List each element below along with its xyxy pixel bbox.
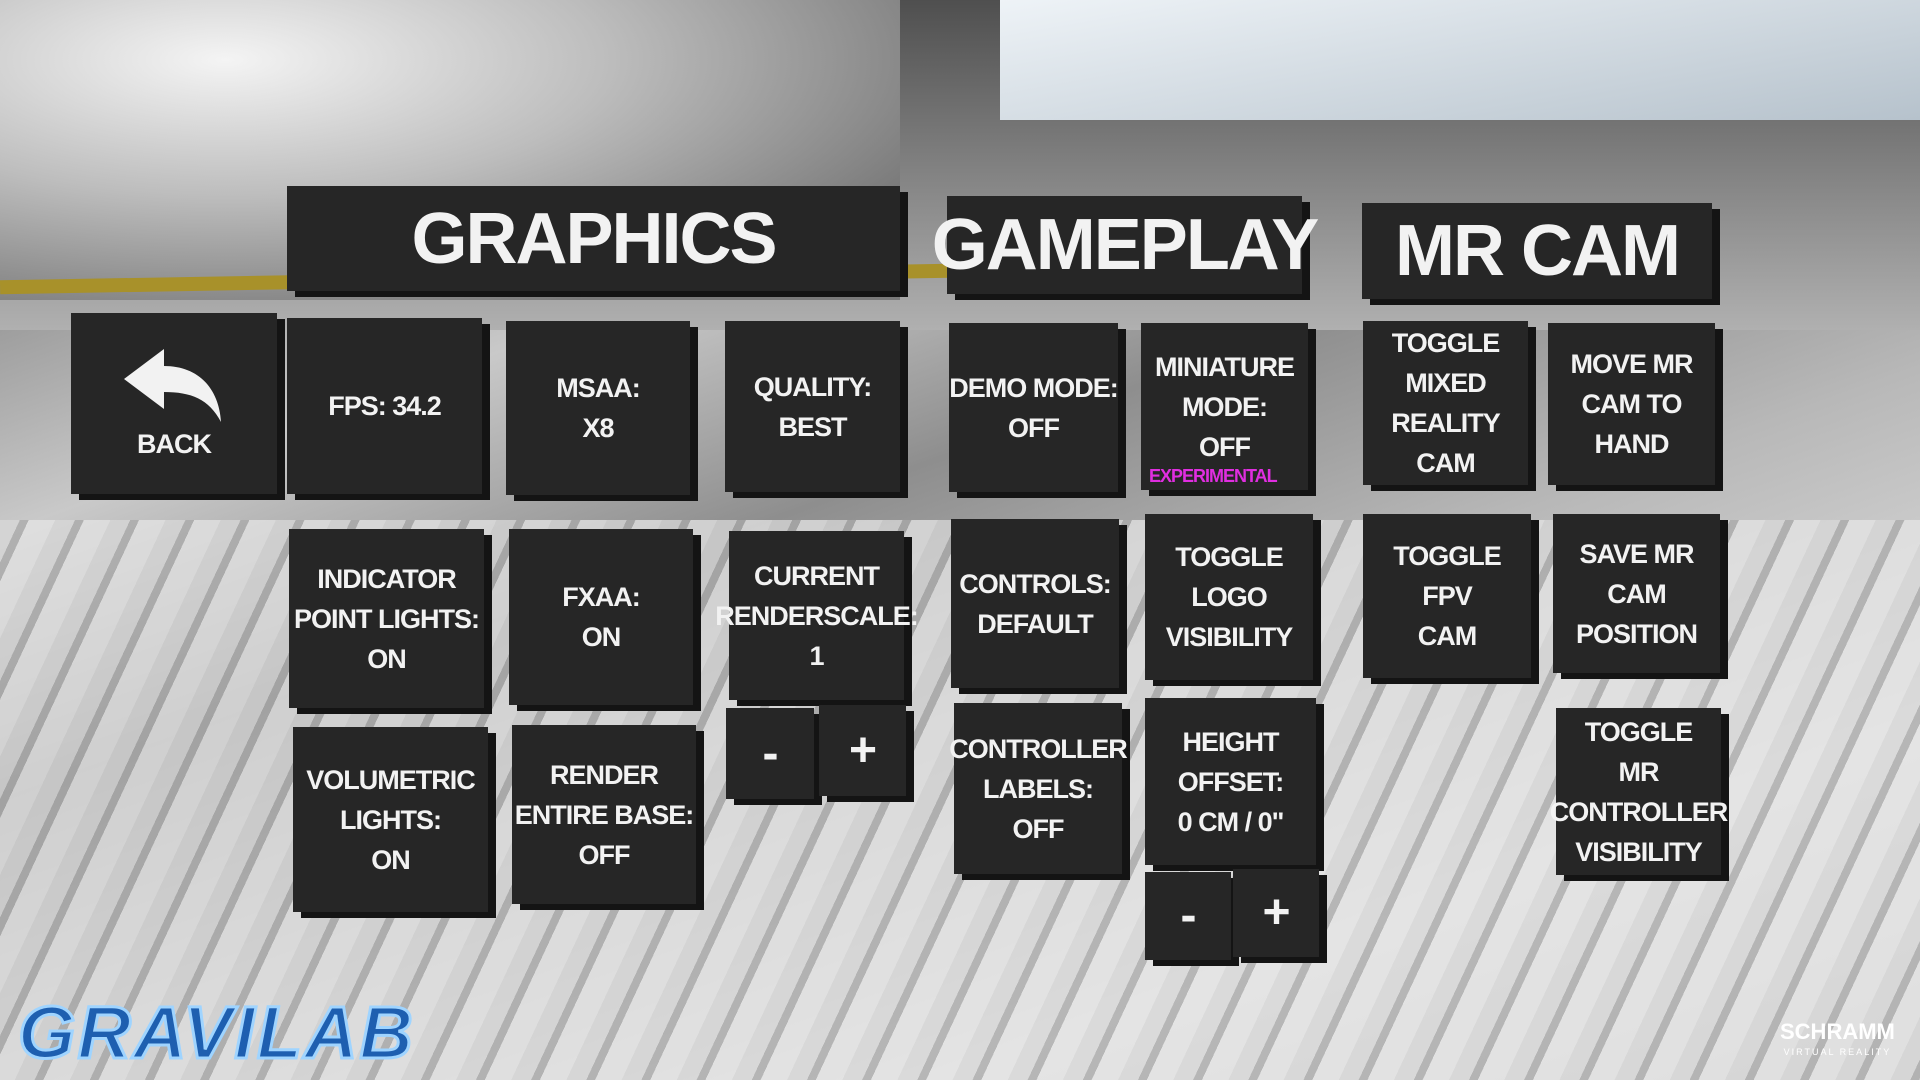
label-line: TOGGLE — [1393, 541, 1502, 571]
quality-value: BEST — [778, 411, 847, 442]
height-minus-button[interactable]: - — [1145, 872, 1231, 960]
label-line: RENDER — [549, 759, 659, 790]
controls-label: CONTROLS: — [959, 568, 1111, 599]
fxaa-button[interactable]: FXAA: ON — [509, 529, 693, 705]
fxaa-label: FXAA: — [562, 582, 640, 612]
label-line: CAM TO HAND — [1581, 389, 1683, 459]
toggle-mr-controller-visibility-button[interactable]: TOGGLE MR CONTROLLER VISIBILITY — [1550, 708, 1728, 875]
label-line: FPV — [1422, 581, 1473, 611]
renderscale-minus-button[interactable]: - — [726, 708, 814, 799]
label-line: CONTROLLER — [949, 733, 1127, 764]
label-line: MOVE MR — [1570, 349, 1693, 379]
label-line: MIXED REALITY — [1391, 368, 1501, 438]
miniature-mode-button[interactable]: MINIATURE MODE: OFF EXPERIMENTAL — [1141, 323, 1308, 490]
back-button[interactable]: BACK — [71, 313, 277, 494]
label-line: MR CONTROLLER — [1549, 756, 1728, 827]
miniature-value: OFF — [1199, 431, 1251, 462]
renderscale-plus-button[interactable]: + — [819, 705, 906, 796]
label-line: LIGHTS: — [340, 804, 442, 835]
experimental-badge: EXPERIMENTAL — [1149, 466, 1278, 486]
height-offset-display: HEIGHT OFFSET: 0 CM / 0" — [1145, 698, 1316, 865]
label-line: VISIBILITY — [1575, 836, 1703, 867]
label-line: VISIBILITY — [1165, 622, 1294, 652]
label-line: MODE: — [1182, 391, 1268, 422]
controller-labels-value: OFF — [1012, 813, 1065, 844]
gameplay-header: GAMEPLAY — [932, 196, 1319, 294]
demo-mode-button[interactable]: DEMO MODE: OFF — [949, 323, 1119, 492]
label-line: POINT LIGHTS: — [294, 603, 480, 634]
label-line: TOGGLE — [1391, 328, 1501, 358]
height-value: 0 CM / 0" — [1177, 806, 1285, 837]
quality-label: QUALITY: — [753, 371, 872, 402]
label-line: RENDERSCALE: — [715, 600, 919, 631]
move-mr-cam-button[interactable]: MOVE MR CAM TO HAND — [1548, 323, 1715, 485]
save-mr-cam-button[interactable]: SAVE MR CAM POSITION — [1553, 514, 1720, 673]
label-line: INDICATOR — [317, 563, 456, 594]
watermark-text: SCHRAMM — [1780, 1019, 1895, 1044]
msaa-value: X8 — [582, 413, 614, 443]
label-line: CAM — [1416, 448, 1475, 478]
label-line: ENTIRE BASE: — [514, 799, 695, 830]
schramm-watermark: SCHRAMM VIRTUAL REALITY — [1780, 1019, 1895, 1062]
volumetric-lights-button[interactable]: VOLUMETRIC LIGHTS: ON — [293, 727, 488, 912]
renderscale-value: 1 — [809, 640, 824, 671]
msaa-label: MSAA: — [556, 373, 640, 403]
render-entire-base-button[interactable]: RENDER ENTIRE BASE: OFF — [512, 725, 696, 904]
label-line: MINIATURE — [1155, 351, 1295, 382]
label-line: LOGO — [1191, 582, 1267, 612]
render-base-value: OFF — [578, 839, 631, 870]
fxaa-value: ON — [581, 622, 621, 652]
back-arrow-icon — [124, 348, 221, 422]
quality-button[interactable]: QUALITY: BEST — [725, 321, 900, 492]
toggle-logo-button[interactable]: TOGGLE LOGO VISIBILITY — [1145, 514, 1313, 680]
toggle-fpv-cam-button[interactable]: TOGGLE FPV CAM — [1363, 514, 1531, 678]
graphics-header: GRAPHICS — [287, 186, 900, 291]
toggle-mixed-reality-cam-button[interactable]: TOGGLE MIXED REALITY CAM — [1363, 321, 1528, 485]
label-line: TOGGLE — [1584, 716, 1694, 747]
label-line: CURRENT — [754, 560, 880, 591]
demo-value: OFF — [1008, 412, 1060, 443]
label-line: VOLUMETRIC — [306, 764, 475, 795]
controls-value: DEFAULT — [977, 608, 1093, 639]
controls-button[interactable]: CONTROLS: DEFAULT — [951, 519, 1119, 688]
label-line: TOGGLE — [1175, 542, 1284, 572]
controller-labels-button[interactable]: CONTROLLER LABELS: OFF — [949, 703, 1128, 874]
height-label: HEIGHT OFFSET: — [1177, 726, 1285, 797]
indicator-value: ON — [367, 643, 406, 674]
watermark-subtext: VIRTUAL REALITY — [1783, 1047, 1892, 1057]
label-line: SAVE MR CAM — [1579, 538, 1694, 609]
label-line: LABELS: — [983, 773, 1094, 804]
renderscale-display: CURRENT RENDERSCALE: 1 — [715, 531, 919, 700]
back-label: BACK — [137, 428, 212, 459]
indicator-lights-button[interactable]: INDICATOR POINT LIGHTS: ON — [289, 529, 484, 708]
gravilab-logo: GRAVILAB — [17, 990, 415, 1076]
demo-label: DEMO MODE: — [949, 372, 1118, 403]
volumetric-value: ON — [371, 844, 410, 875]
label-line: POSITION — [1575, 618, 1698, 649]
background-ceiling — [1000, 0, 1920, 120]
label-line: CAM — [1417, 621, 1477, 651]
fps-display: FPS: 34.2 — [287, 318, 482, 494]
height-plus-button[interactable]: + — [1233, 869, 1319, 957]
mrcam-header: MR CAM — [1362, 203, 1712, 299]
fps-label: FPS: 34.2 — [328, 391, 442, 421]
msaa-button[interactable]: MSAA: X8 — [506, 321, 690, 495]
